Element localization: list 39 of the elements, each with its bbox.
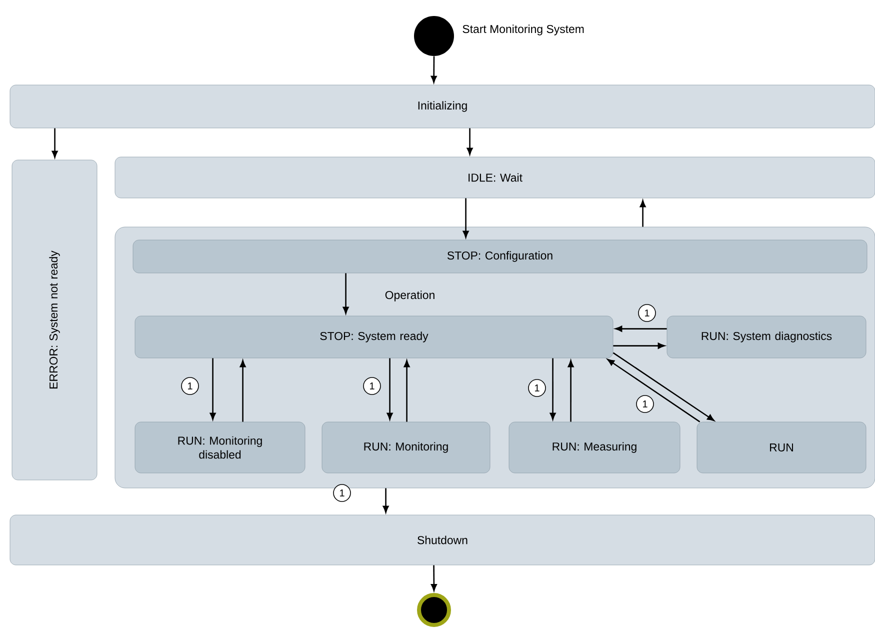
callout-number: 1 (638, 304, 656, 322)
arrow (386, 358, 393, 420)
callout-number: 1 (333, 484, 351, 502)
state-box: RUN: Measuring (508, 422, 680, 474)
state-band: Initializing (10, 84, 875, 128)
node-caption: Start Monitoring System (462, 24, 584, 36)
callout-number: 1 (636, 395, 654, 413)
arrow (382, 488, 389, 513)
arrow (640, 200, 646, 227)
edge-label: Operation (385, 290, 434, 302)
arrow (607, 359, 700, 422)
state-box: RUN (696, 422, 866, 474)
arrow (52, 128, 58, 158)
state-band: Shutdown (10, 514, 875, 566)
arrow (615, 326, 667, 332)
state-box: ERROR: System not ready (12, 160, 98, 480)
callout-number: 1 (363, 377, 381, 395)
arrow (568, 360, 574, 422)
arrow (612, 352, 714, 421)
state-box: STOP: System ready (134, 316, 614, 358)
arrow (462, 198, 469, 238)
end-node (417, 593, 451, 627)
callout-number: 1 (181, 377, 199, 395)
callout-number: 1 (528, 379, 546, 397)
arrow (550, 358, 556, 420)
start-node (414, 16, 454, 56)
arrow (240, 360, 246, 422)
state-box: RUN: Monitoring (322, 422, 490, 474)
state-box: RUN: System diagnostics (666, 316, 866, 358)
arrow (430, 565, 437, 592)
arrow (430, 56, 437, 83)
arrow (210, 358, 216, 420)
arrow (342, 273, 349, 314)
state-band: IDLE: Wait (114, 156, 875, 198)
state-box: RUN: Monitoring disabled (134, 422, 306, 474)
arrow (466, 128, 473, 155)
arrow (613, 342, 665, 349)
state-band: STOP: Configuration (132, 240, 868, 274)
arrow (404, 360, 410, 422)
